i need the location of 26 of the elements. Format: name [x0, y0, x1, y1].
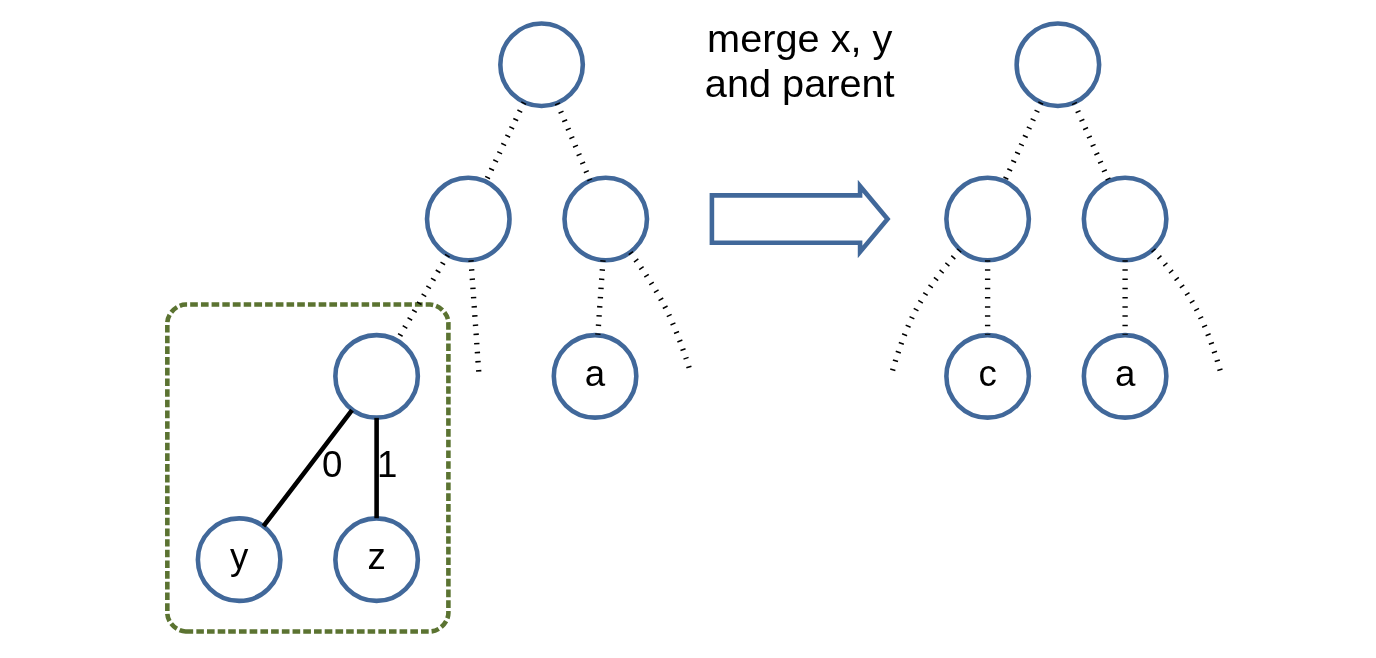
node-circle	[424, 175, 512, 263]
connector	[373, 417, 379, 519]
node-circle: a	[551, 332, 639, 420]
connector	[1001, 101, 1043, 183]
connector	[261, 408, 354, 528]
edge-label: 1	[376, 444, 397, 486]
node-circle: a	[1081, 332, 1169, 420]
node-circle: c	[943, 332, 1031, 420]
node-circle	[561, 175, 649, 263]
node-circle	[332, 332, 420, 420]
edge-label: 0	[321, 444, 342, 486]
node-circle	[943, 175, 1031, 263]
node-circle: y	[195, 516, 283, 604]
node-circle	[497, 21, 585, 109]
node-circle	[1013, 21, 1101, 109]
connector	[594, 260, 606, 335]
connector	[984, 260, 990, 335]
connector	[1071, 101, 1111, 182]
connector	[467, 260, 482, 375]
node-circle	[1081, 175, 1169, 263]
node-arrow	[709, 179, 891, 259]
node-circle: z	[332, 516, 420, 604]
cluster	[164, 302, 451, 634]
label: merge x, y and parent	[704, 16, 895, 105]
connector	[1121, 260, 1128, 335]
connector	[554, 102, 592, 182]
